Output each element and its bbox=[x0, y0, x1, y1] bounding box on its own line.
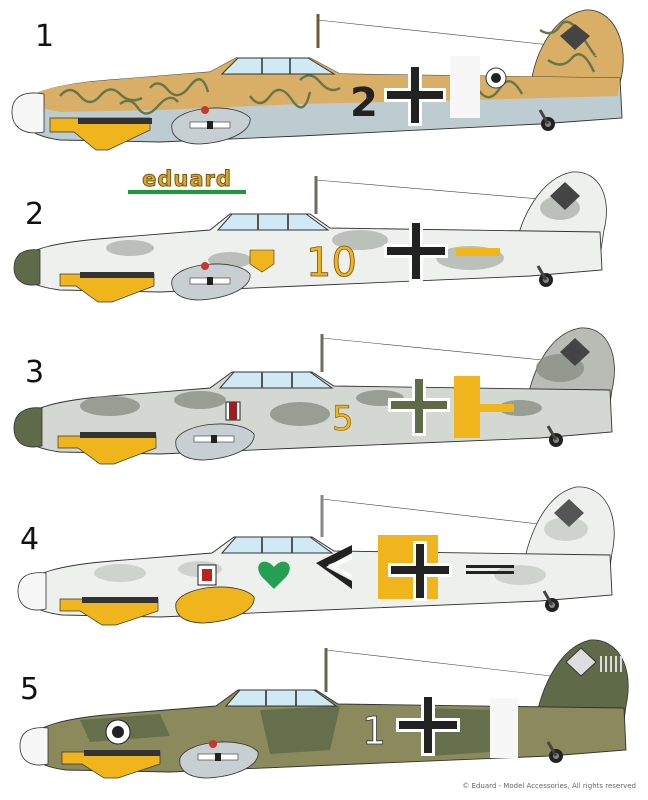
logo-underline bbox=[128, 190, 246, 194]
code-number-2: 10 bbox=[306, 240, 357, 286]
profile-number-3: 3 bbox=[25, 355, 45, 390]
profile-number-4: 4 bbox=[20, 522, 40, 557]
profile-number-5: 5 bbox=[20, 672, 40, 707]
aircraft-profile-5: 1 bbox=[19, 639, 629, 779]
balkenkreuz-2 bbox=[384, 220, 448, 282]
profile-number-2: 2 bbox=[25, 197, 45, 232]
eduard-logo: eduard bbox=[128, 167, 246, 194]
code-number-3: 5 bbox=[332, 399, 354, 439]
copyright-notice: © Eduard - Model Accessories, All rights… bbox=[462, 782, 636, 790]
code-number-1: 2 bbox=[350, 80, 378, 126]
profile-number-1: 1 bbox=[35, 19, 55, 54]
aircraft-profile-4 bbox=[17, 486, 615, 626]
code-number-5: 1 bbox=[362, 709, 386, 753]
balkenkreuz-4 bbox=[388, 541, 452, 601]
aircraft-profile-3: 5 bbox=[13, 327, 615, 465]
balkenkreuz-3 bbox=[388, 376, 450, 436]
balkenkreuz-5 bbox=[396, 694, 460, 756]
aircraft-profile-1: 2 bbox=[11, 9, 624, 151]
aircraft-profile-2: 10 bbox=[13, 171, 607, 303]
logo-text: eduard bbox=[142, 167, 232, 191]
balkenkreuz-1 bbox=[384, 64, 446, 126]
